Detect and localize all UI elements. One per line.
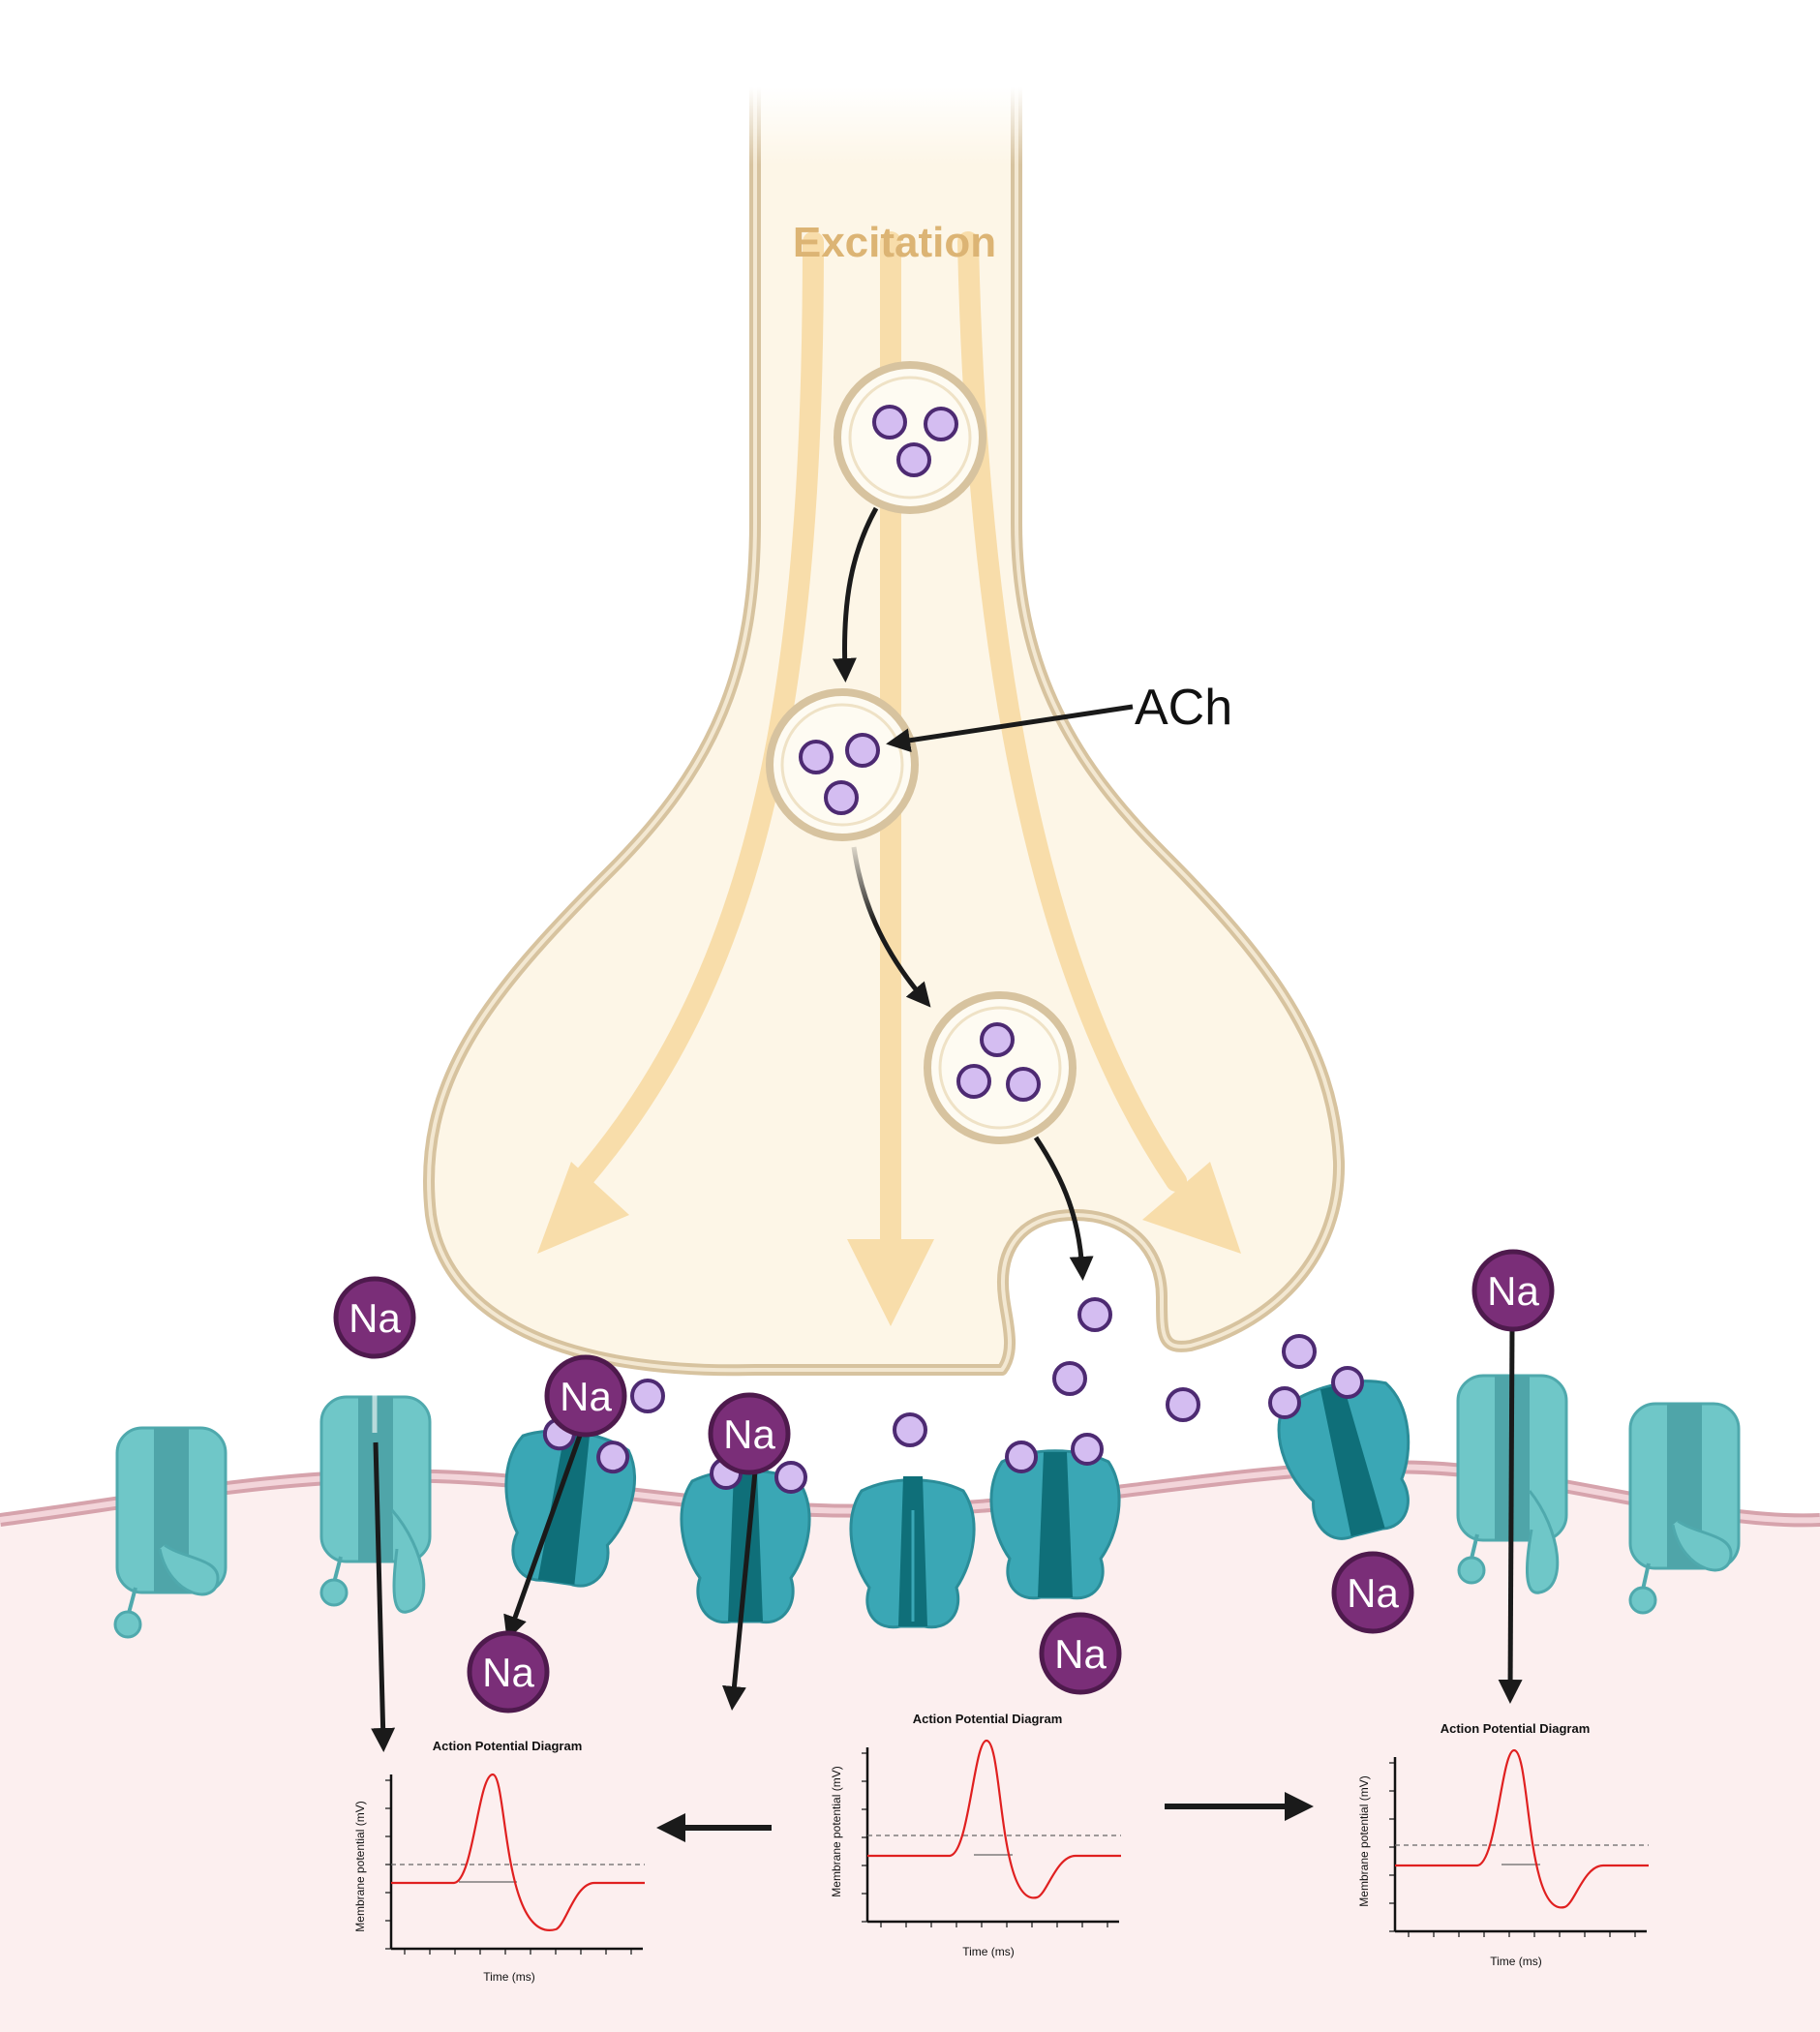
arrow-vesicle-2-to-3 (851, 846, 931, 1008)
ap-plot (862, 1739, 1121, 1927)
na-arrow-channel-3 (1498, 1325, 1523, 1704)
process-arrows (832, 506, 1134, 1281)
sodium-ion-4: Na (467, 1630, 550, 1714)
ap-trace (391, 1773, 645, 1931)
svg-text:Na: Na (723, 1411, 775, 1457)
sodium-ion-5: Na (1039, 1612, 1122, 1695)
ap-y-label: Membrane potential (mV) (830, 1766, 843, 1896)
ap-diagram-title: Action Potential Diagram (913, 1712, 1063, 1726)
na-arrow-receptor-1 (503, 1432, 584, 1641)
propagation-arrows (656, 1792, 1314, 1842)
ap-plot (1389, 1748, 1649, 1937)
action-potential-diagram-2: Action Potential Diagram Membrane potent… (830, 1712, 1121, 1958)
ap-y-label: Membrane potential (mV) (1357, 1775, 1371, 1906)
svg-text:Na: Na (1487, 1268, 1539, 1314)
ion-channel-1 (113, 1426, 228, 1639)
svg-text:Na: Na (1347, 1570, 1399, 1616)
svg-text:Na: Na (349, 1295, 401, 1341)
sodium-ion-7: Na (1471, 1249, 1555, 1332)
sodium-ion-2: Na (544, 1354, 627, 1438)
svg-text:Na: Na (482, 1650, 534, 1695)
ach-receptor-2 (680, 1457, 811, 1624)
synaptic-vesicle-1 (834, 361, 986, 514)
ap-x-label: Time (ms) (483, 1970, 535, 1984)
na-arrow-receptor-2 (722, 1471, 758, 1711)
ach-label: ACh (1135, 680, 1232, 736)
ap-trace (867, 1739, 1121, 1899)
svg-text:Na: Na (1054, 1631, 1107, 1677)
flow-arrowheads (537, 1162, 1241, 1326)
ach-receptor-4 (989, 1433, 1121, 1600)
ach-receptor-5 (1277, 1380, 1410, 1540)
action-potential-diagram-1: Action Potential Diagram Membrane potent… (353, 1739, 645, 1984)
svg-text:Na: Na (560, 1374, 612, 1419)
ap-x-label: Time (ms) (1490, 1955, 1542, 1968)
ion-channel-4 (1628, 1402, 1741, 1615)
ap-x-label: Time (ms) (962, 1945, 1015, 1958)
receptor-5-bound-ach (1268, 1366, 1364, 1419)
ap-trace (1395, 1748, 1649, 1909)
synaptic-vesicle-2 (766, 688, 919, 841)
sodium-ion-3: Na (708, 1392, 791, 1475)
ap-diagram-title: Action Potential Diagram (1441, 1721, 1591, 1736)
free-ach-molecules (630, 1297, 1317, 1447)
excitation-label: Excitation (793, 219, 996, 266)
sodium-flow-arrows (371, 1325, 1523, 1752)
sodium-ion-6: Na (1331, 1551, 1414, 1634)
ach-receptor-3 (849, 1476, 976, 1629)
flow-arrow-left (570, 231, 824, 1192)
synaptic-vesicle-3 (924, 991, 1077, 1144)
arrow-vesicle-3-to-cleft (1033, 1136, 1094, 1281)
ap-y-label: Membrane potential (mV) (353, 1801, 367, 1931)
ap-diagram-title: Action Potential Diagram (433, 1739, 583, 1753)
ach-pointer-arrow (886, 704, 1134, 753)
sodium-ion-1: Na (333, 1276, 416, 1359)
arrow-vesicle-1-to-2 (832, 506, 879, 682)
action-potential-diagram-3: Action Potential Diagram Membrane potent… (1357, 1721, 1649, 1968)
na-arrow-channel-2 (371, 1441, 396, 1752)
ap-plot (385, 1773, 645, 1955)
